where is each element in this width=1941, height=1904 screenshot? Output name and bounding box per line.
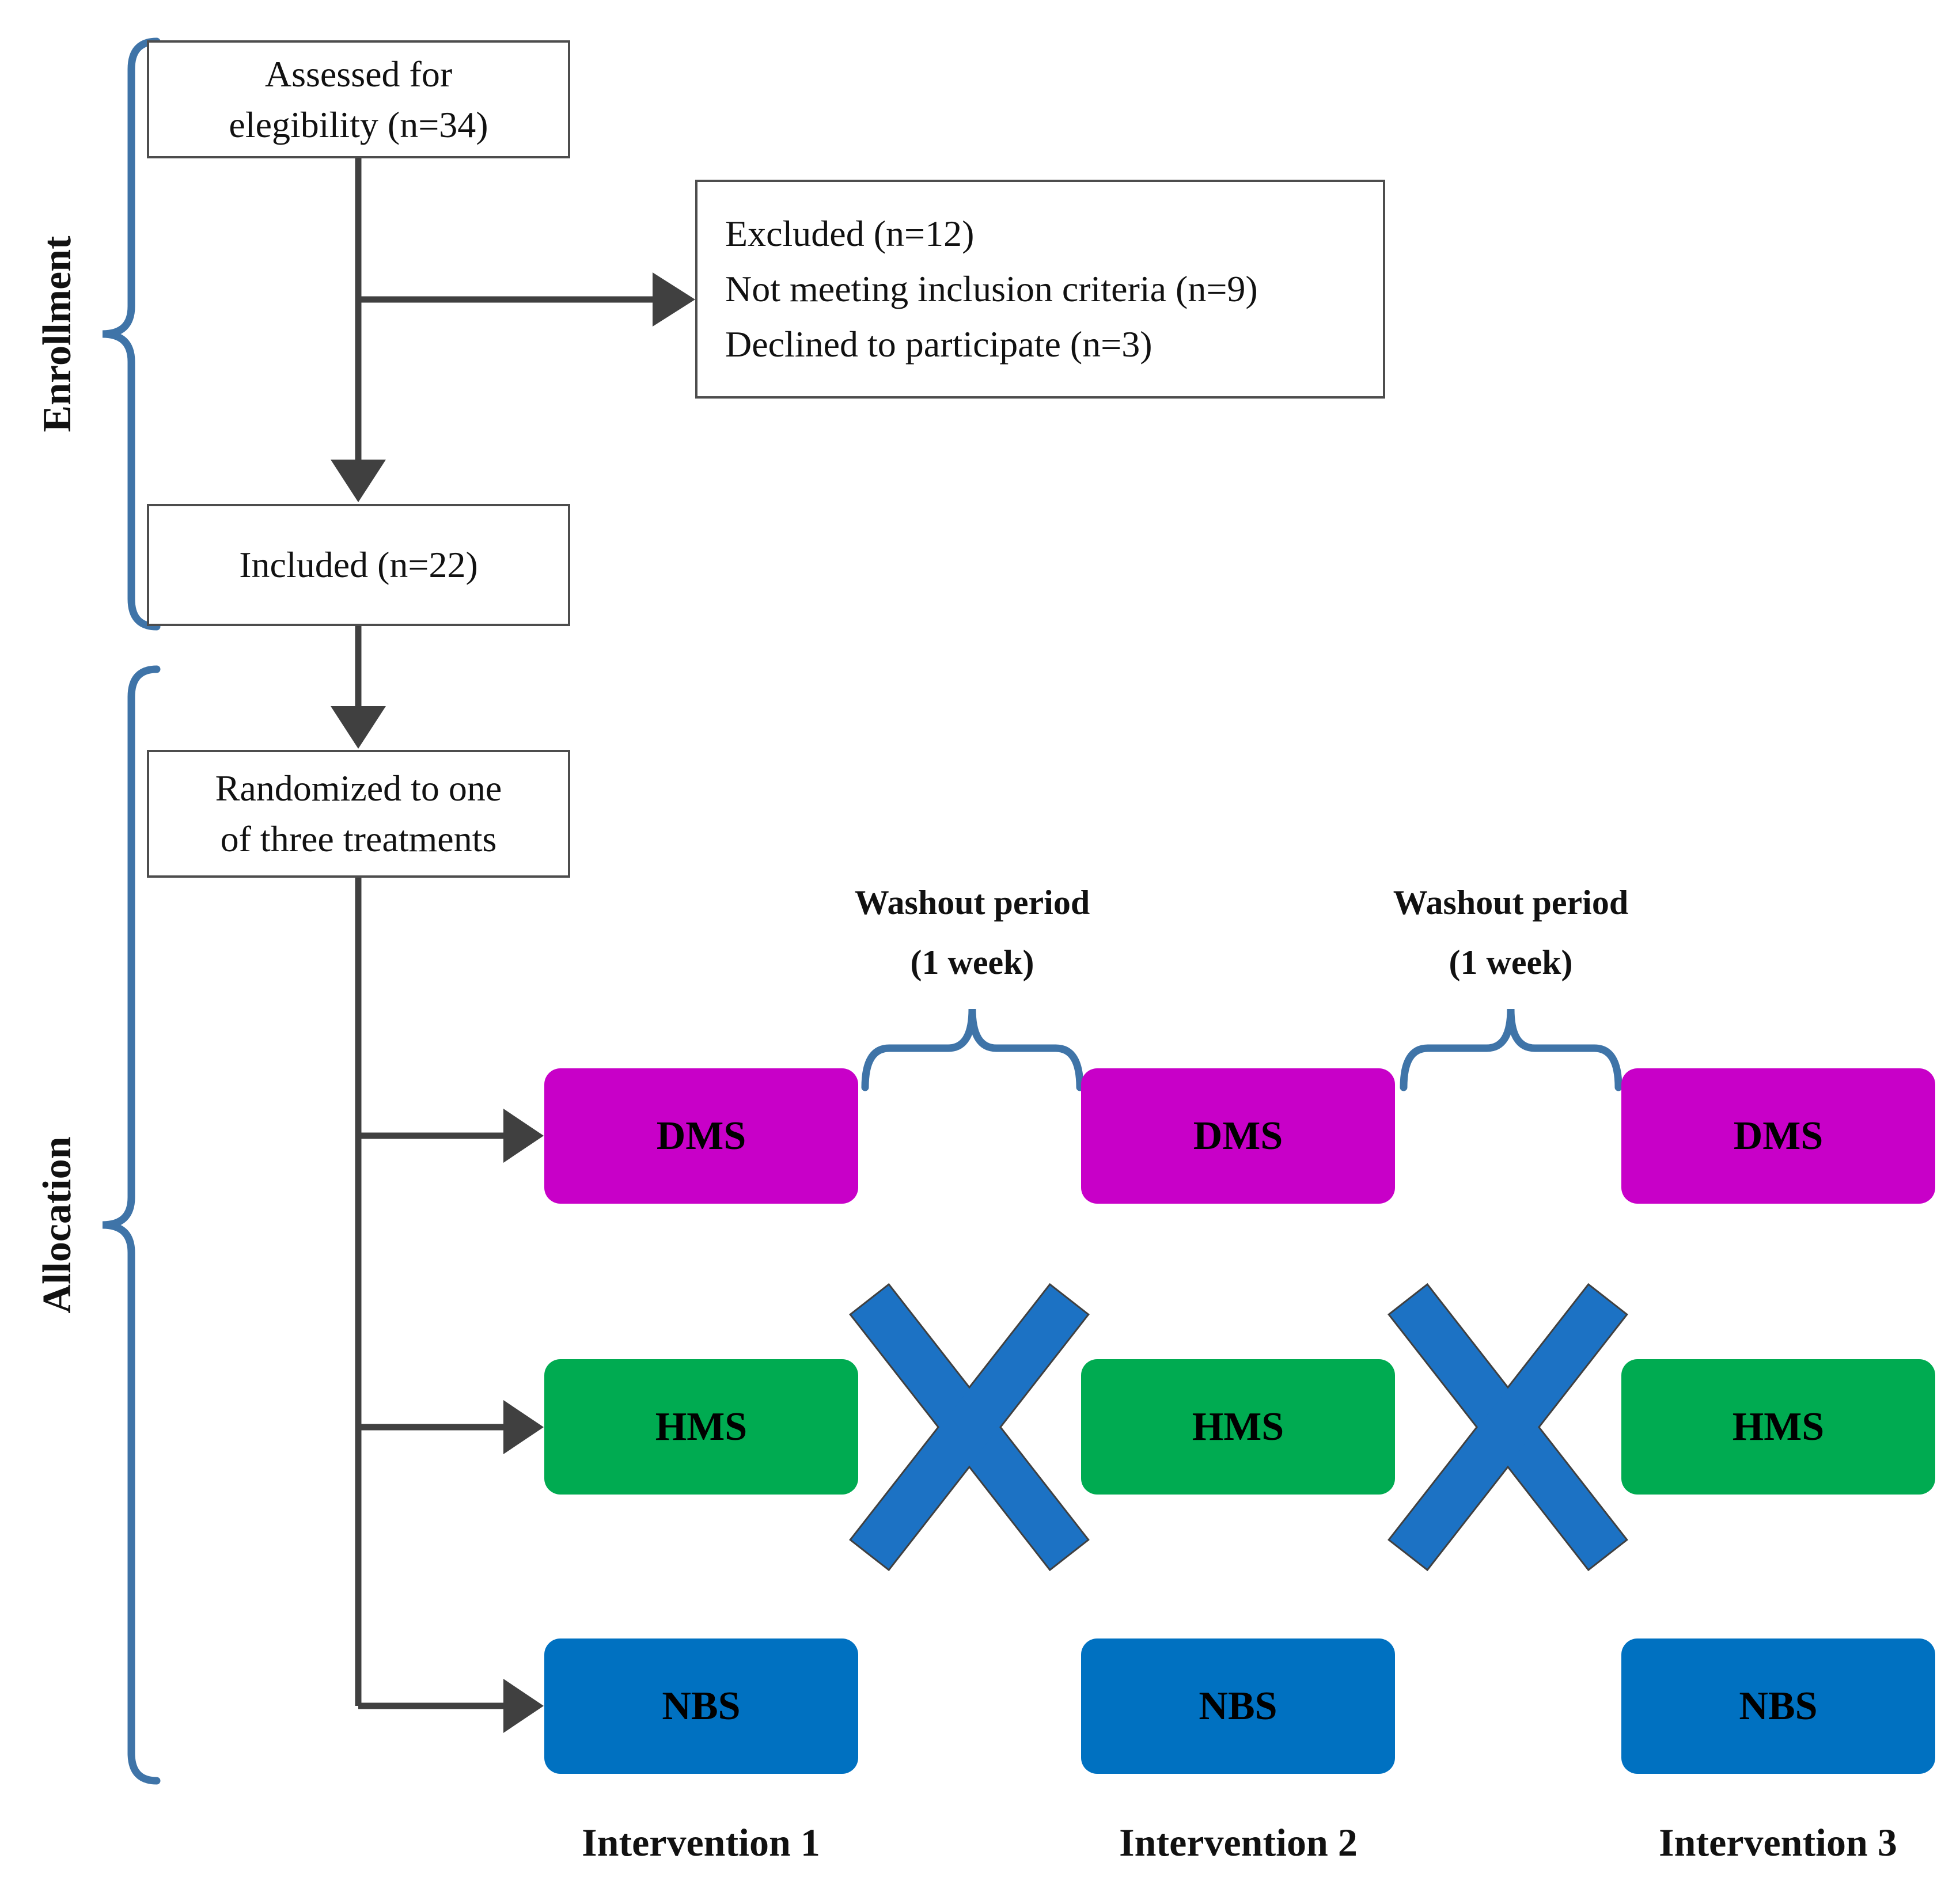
dms-box-intervention-2: DMS bbox=[1081, 1068, 1395, 1204]
excluded-line2: Not meeting inclusion criteria (n=9) bbox=[725, 268, 1258, 309]
washout-1-line1: Washout period bbox=[854, 883, 1090, 921]
assessed-line2: elegibility (n=34) bbox=[229, 104, 488, 145]
washout-label-2: Washout period (1 week) bbox=[1393, 873, 1628, 992]
washout-brace-2 bbox=[1400, 1008, 1622, 1091]
hms-box-intervention-2: HMS bbox=[1081, 1359, 1395, 1495]
arrowhead-into-included bbox=[331, 460, 386, 502]
arrowhead-into-hms bbox=[503, 1400, 544, 1454]
washout-label-1: Washout period (1 week) bbox=[855, 873, 1090, 992]
enrollment-brace bbox=[102, 37, 161, 631]
washout-2-line2: (1 week) bbox=[1449, 943, 1573, 981]
included-box: Included (n=22) bbox=[147, 504, 570, 626]
hms-label: HMS bbox=[1192, 1404, 1284, 1449]
nbs-box-intervention-3: NBS bbox=[1621, 1638, 1935, 1774]
intervention-3-label: Intervention 3 bbox=[1659, 1820, 1897, 1864]
dms-box-intervention-3: DMS bbox=[1621, 1068, 1935, 1204]
arrowhead-into-nbs bbox=[503, 1679, 544, 1733]
nbs-box-intervention-2: NBS bbox=[1081, 1638, 1395, 1774]
crossover-x-icon-2 bbox=[1387, 1283, 1628, 1572]
assessed-line1: Assessed for bbox=[264, 53, 453, 94]
allocation-brace bbox=[102, 665, 161, 1785]
allocation-stage-label: Allocation bbox=[35, 1136, 79, 1314]
dms-box-intervention-1: DMS bbox=[544, 1068, 858, 1204]
nbs-label: NBS bbox=[1199, 1683, 1277, 1728]
arrowhead-into-randomized bbox=[331, 706, 386, 749]
hms-label: HMS bbox=[1732, 1404, 1825, 1449]
dms-label: DMS bbox=[656, 1113, 746, 1158]
assessed-box: Assessed for elegibility (n=34) bbox=[147, 40, 570, 158]
dms-label: DMS bbox=[1193, 1113, 1283, 1158]
intervention-2-label: Intervention 2 bbox=[1119, 1820, 1358, 1864]
excluded-line3: Declined to participate (n=3) bbox=[725, 324, 1153, 365]
nbs-label: NBS bbox=[1739, 1683, 1818, 1728]
nbs-label: NBS bbox=[662, 1683, 741, 1728]
randomized-box: Randomized to one of three treatments bbox=[147, 750, 570, 878]
crossover-x-icon-1 bbox=[849, 1283, 1090, 1572]
hms-box-intervention-1: HMS bbox=[544, 1359, 858, 1495]
arrowhead-into-excluded bbox=[653, 272, 695, 327]
washout-brace-1 bbox=[861, 1008, 1084, 1091]
excluded-box: Excluded (n=12) Not meeting inclusion cr… bbox=[695, 180, 1385, 399]
enrollment-stage-label: Enrollment bbox=[35, 236, 79, 433]
hms-label: HMS bbox=[655, 1404, 748, 1449]
nbs-box-intervention-1: NBS bbox=[544, 1638, 858, 1774]
excluded-line1: Excluded (n=12) bbox=[725, 213, 975, 254]
washout-1-line2: (1 week) bbox=[910, 943, 1034, 981]
intervention-1-label: Intervention 1 bbox=[582, 1820, 820, 1864]
washout-2-line1: Washout period bbox=[1393, 883, 1629, 921]
hms-box-intervention-3: HMS bbox=[1621, 1359, 1935, 1495]
arrowhead-into-dms bbox=[503, 1109, 544, 1163]
included-label: Included (n=22) bbox=[239, 544, 478, 585]
dms-label: DMS bbox=[1733, 1113, 1824, 1158]
randomized-line1: Randomized to one bbox=[215, 768, 502, 809]
randomized-line2: of three treatments bbox=[220, 818, 497, 859]
